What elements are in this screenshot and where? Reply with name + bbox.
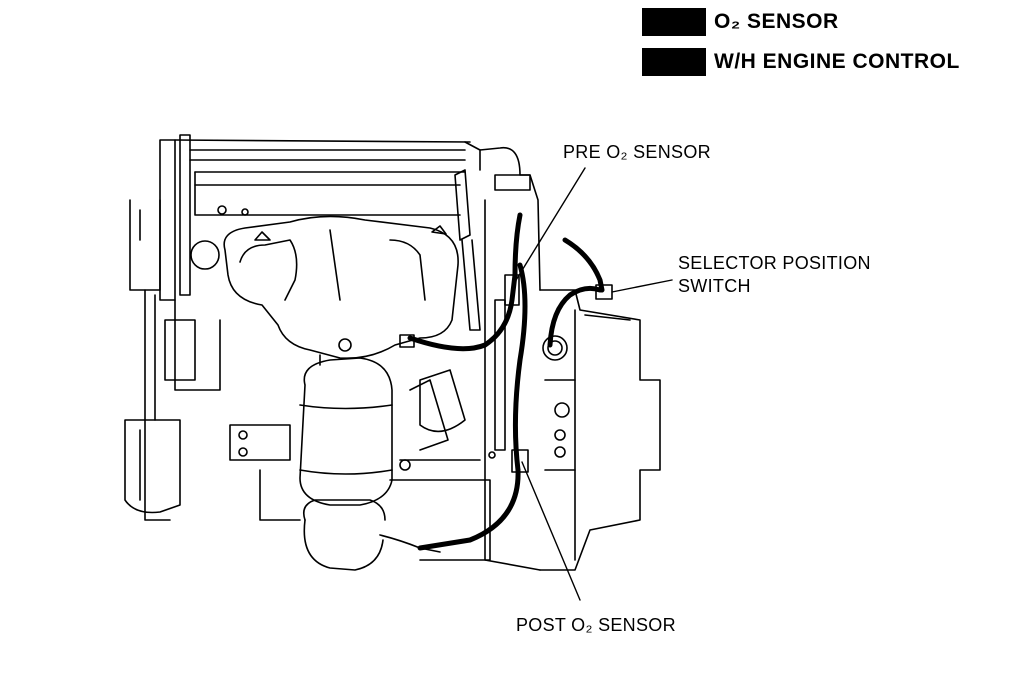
legend-label-wh-engine-control: W/H ENGINE CONTROL [714,50,960,73]
leader-post-o2 [521,461,581,601]
legend-swatch-o2-sensor [642,8,706,36]
legend-item-o2-sensor: O₂ SENSOR [642,8,839,36]
wiring-harness [407,212,605,551]
callout-pre-o2-sensor: PRE O₂ SENSOR [563,142,711,162]
leader-selector-switch [611,279,673,293]
sensor-connectors [399,274,613,473]
engine-front-cover [124,199,181,521]
catalytic-converter [299,357,441,571]
intake-pipe [409,169,481,451]
post-o2-connector [511,449,529,473]
exhaust-manifold [223,215,459,366]
transaxle [479,146,661,571]
legend-item-wh-engine-control: W/H ENGINE CONTROL [642,48,960,76]
callout-post-o2-sensor: POST O₂ SENSOR [516,615,676,635]
callout-switch: SWITCH [678,276,751,296]
pre-o2-connector [504,274,520,306]
manifold-connector [399,334,415,348]
oil-pan [229,424,491,561]
leader-pre-o2 [512,167,586,286]
legend-label-o2-sensor: O₂ SENSOR [714,10,839,33]
leader-lines [512,167,673,601]
cylinder-head [159,134,481,391]
callout-selector-position: SELECTOR POSITION [678,253,871,273]
legend-swatch-wh-engine-control [642,48,706,76]
